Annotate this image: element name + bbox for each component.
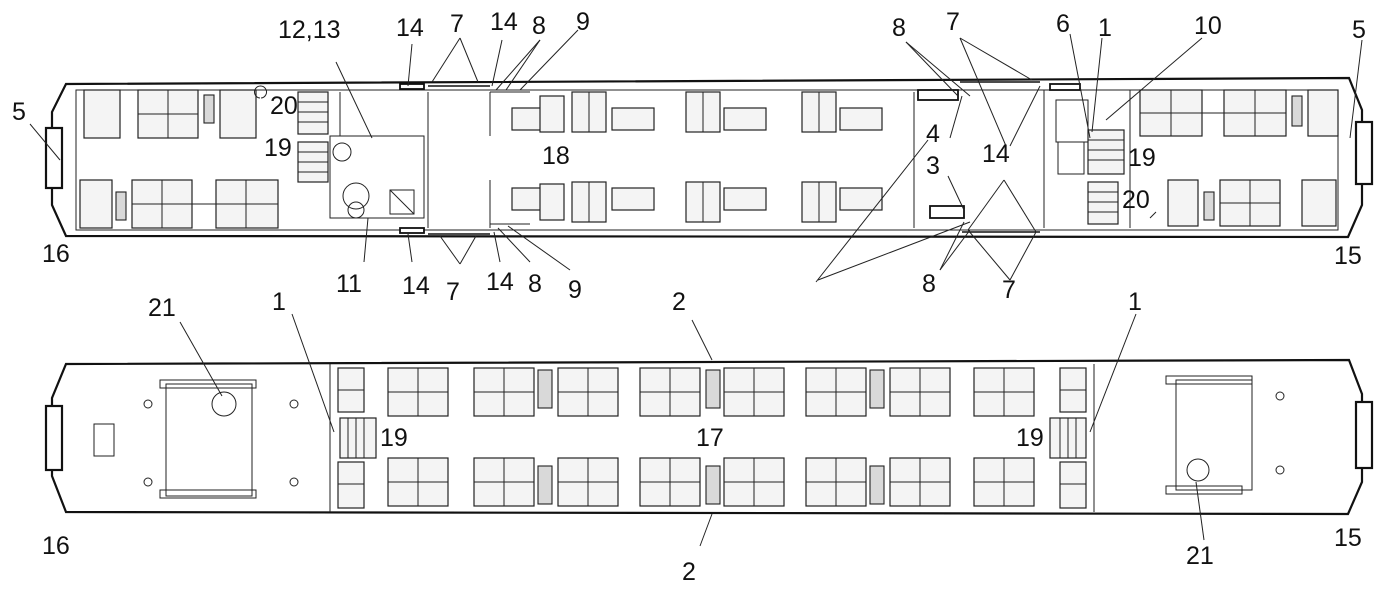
right-coupler bbox=[1354, 120, 1374, 186]
upper-deck bbox=[29, 29, 1374, 283]
callout-label-l17: 17 bbox=[696, 424, 724, 452]
lower-left-stair bbox=[337, 367, 377, 509]
callout-label-u18: 18 bbox=[542, 142, 570, 170]
callout-label-l1a: 1 bbox=[272, 288, 286, 316]
callout-label-u1213: 12,13 bbox=[278, 16, 341, 44]
upper-left-seats bbox=[79, 89, 279, 229]
lower-table bbox=[869, 369, 885, 409]
callout-label-l15: 15 bbox=[1334, 524, 1362, 552]
salon-seat-block-bottom bbox=[511, 181, 883, 223]
upper-right-service-area bbox=[1055, 90, 1131, 228]
callout-label-u19l: 19 bbox=[264, 134, 292, 162]
callout-label-u15: 15 bbox=[1334, 242, 1362, 270]
lower-table bbox=[537, 369, 553, 409]
lower-right-stair bbox=[1049, 364, 1095, 512]
upper-inner-wall bbox=[75, 89, 1339, 231]
callout-label-u1: 1 bbox=[1098, 14, 1112, 42]
callout-label-u14d: 14 bbox=[486, 268, 514, 296]
upper-left-vestibule bbox=[399, 83, 530, 235]
callout-label-u8b: 8 bbox=[528, 270, 542, 298]
callout-label-l19a: 19 bbox=[380, 424, 408, 452]
upper-right-seats bbox=[1139, 89, 1339, 227]
lower-table bbox=[705, 465, 721, 505]
lower-right-coupler bbox=[1354, 400, 1374, 470]
callout-label-u16: 16 bbox=[42, 240, 70, 268]
callout-label-u9b: 9 bbox=[568, 276, 582, 304]
callout-label-u7b: 7 bbox=[446, 278, 460, 306]
lower-table bbox=[537, 465, 553, 505]
callout-label-l2b: 2 bbox=[682, 558, 696, 586]
lower-deck bbox=[44, 313, 1374, 547]
callout-label-u14c: 14 bbox=[402, 272, 430, 300]
lower-table bbox=[869, 465, 885, 505]
upper-leader-lines bbox=[29, 29, 1363, 283]
callout-label-l16: 16 bbox=[42, 532, 70, 560]
callout-label-u14e: 14 bbox=[982, 140, 1010, 168]
lower-right-equipment bbox=[1165, 375, 1285, 495]
callout-label-u7a: 7 bbox=[450, 10, 464, 38]
lower-seat-rows bbox=[387, 367, 1035, 507]
callout-label-u7c: 7 bbox=[946, 8, 960, 36]
lower-left-equipment bbox=[93, 364, 331, 512]
callout-label-u3: 3 bbox=[926, 152, 940, 180]
upper-left-service-area bbox=[254, 85, 429, 228]
callout-label-u5r: 5 bbox=[1352, 16, 1366, 44]
callout-label-l21b: 21 bbox=[1186, 542, 1214, 570]
callout-label-u9a: 9 bbox=[576, 8, 590, 36]
callout-label-l21a: 21 bbox=[148, 294, 176, 322]
lower-table bbox=[705, 369, 721, 409]
callout-label-u4: 4 bbox=[926, 120, 940, 148]
callout-label-u5l: 5 bbox=[12, 98, 26, 126]
lower-leader-lines bbox=[179, 313, 1205, 547]
callout-label-u8a: 8 bbox=[532, 12, 546, 40]
callout-label-l1b: 1 bbox=[1128, 288, 1142, 316]
callout-label-l2t: 2 bbox=[672, 288, 686, 316]
callout-label-u20l: 20 bbox=[270, 92, 298, 120]
left-coupler bbox=[44, 126, 64, 190]
lower-left-coupler bbox=[44, 404, 64, 472]
callout-label-u11: 11 bbox=[336, 270, 362, 298]
callout-label-u14b: 14 bbox=[490, 8, 518, 36]
callout-label-u8d: 8 bbox=[922, 270, 936, 298]
callout-label-u10: 10 bbox=[1194, 12, 1222, 40]
upper-main-salon bbox=[511, 91, 915, 228]
callout-label-u19r: 19 bbox=[1128, 144, 1156, 172]
callout-label-u20r: 20 bbox=[1122, 186, 1150, 214]
callout-label-l19b: 19 bbox=[1016, 424, 1044, 452]
callout-label-u8c: 8 bbox=[892, 14, 906, 42]
salon-seat-block-top bbox=[511, 91, 883, 133]
callout-label-u14a: 14 bbox=[396, 14, 424, 42]
callout-label-u6: 6 bbox=[1056, 10, 1070, 38]
callout-label-u7d: 7 bbox=[1002, 276, 1016, 304]
